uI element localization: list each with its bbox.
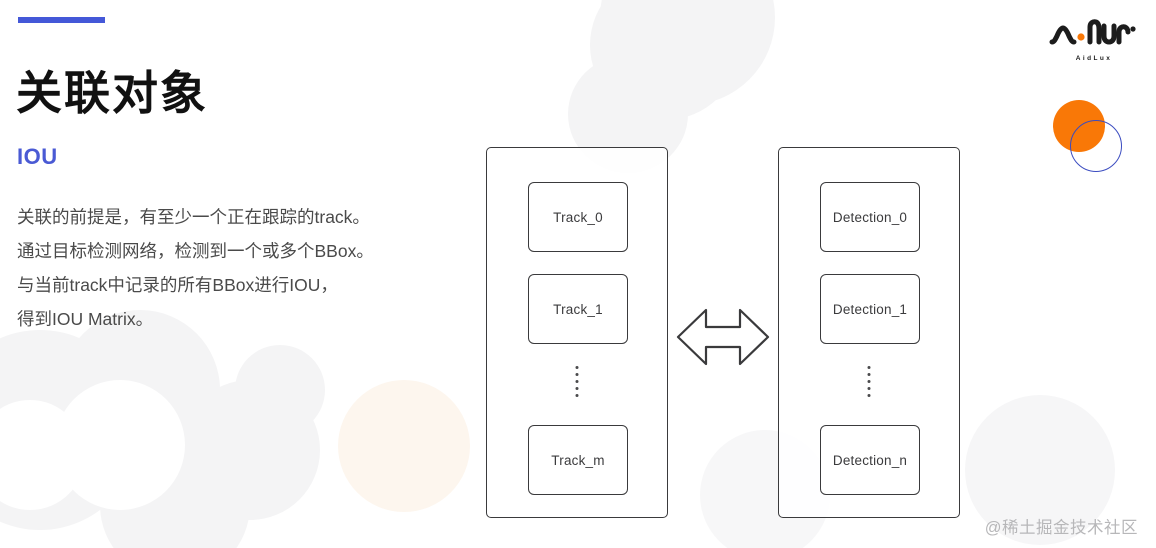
vertical-ellipsis-icon [575, 366, 579, 397]
section-label: IOU [17, 144, 58, 169]
aidlux-logo-icon [1049, 19, 1136, 45]
body-line: 关联的前提是，有至少一个正在跟踪的track。 [17, 207, 370, 227]
body-line: 与当前track中记录的所有BBox进行IOU， [17, 275, 338, 296]
track-node: Track_m [528, 425, 628, 495]
body-line: 得到IOU Matrix。 [17, 309, 154, 330]
detections-group: Detection_0 Detection_1 Detection_n [778, 147, 960, 518]
tracks-group: Track_0 Track_1 Track_m [486, 147, 668, 518]
watermark: @稀土掘金技术社区 [984, 519, 1138, 537]
aidlux-logo-text: AidLux [1075, 55, 1113, 62]
vertical-ellipsis-icon [867, 366, 871, 397]
double-headed-arrow-icon [676, 308, 770, 366]
detection-node: Detection_1 [820, 274, 920, 344]
title-accent-bar [18, 17, 105, 23]
page-title: 关联对象 [16, 66, 208, 119]
track-node: Track_0 [528, 182, 628, 252]
body-paragraph: 关联的前提是，有至少一个正在跟踪的track。 通过目标检测网络，检测到一个或多… [17, 200, 447, 337]
decorative-blue-ring [1070, 120, 1122, 172]
body-line: 通过目标检测网络，检测到一个或多个BBox。 [17, 241, 374, 262]
detection-node: Detection_0 [820, 182, 920, 252]
decorative-circles [1053, 100, 1139, 180]
track-node: Track_1 [528, 274, 628, 344]
detection-node: Detection_n [820, 425, 920, 495]
aidlux-logo: AidLux [1048, 18, 1140, 62]
